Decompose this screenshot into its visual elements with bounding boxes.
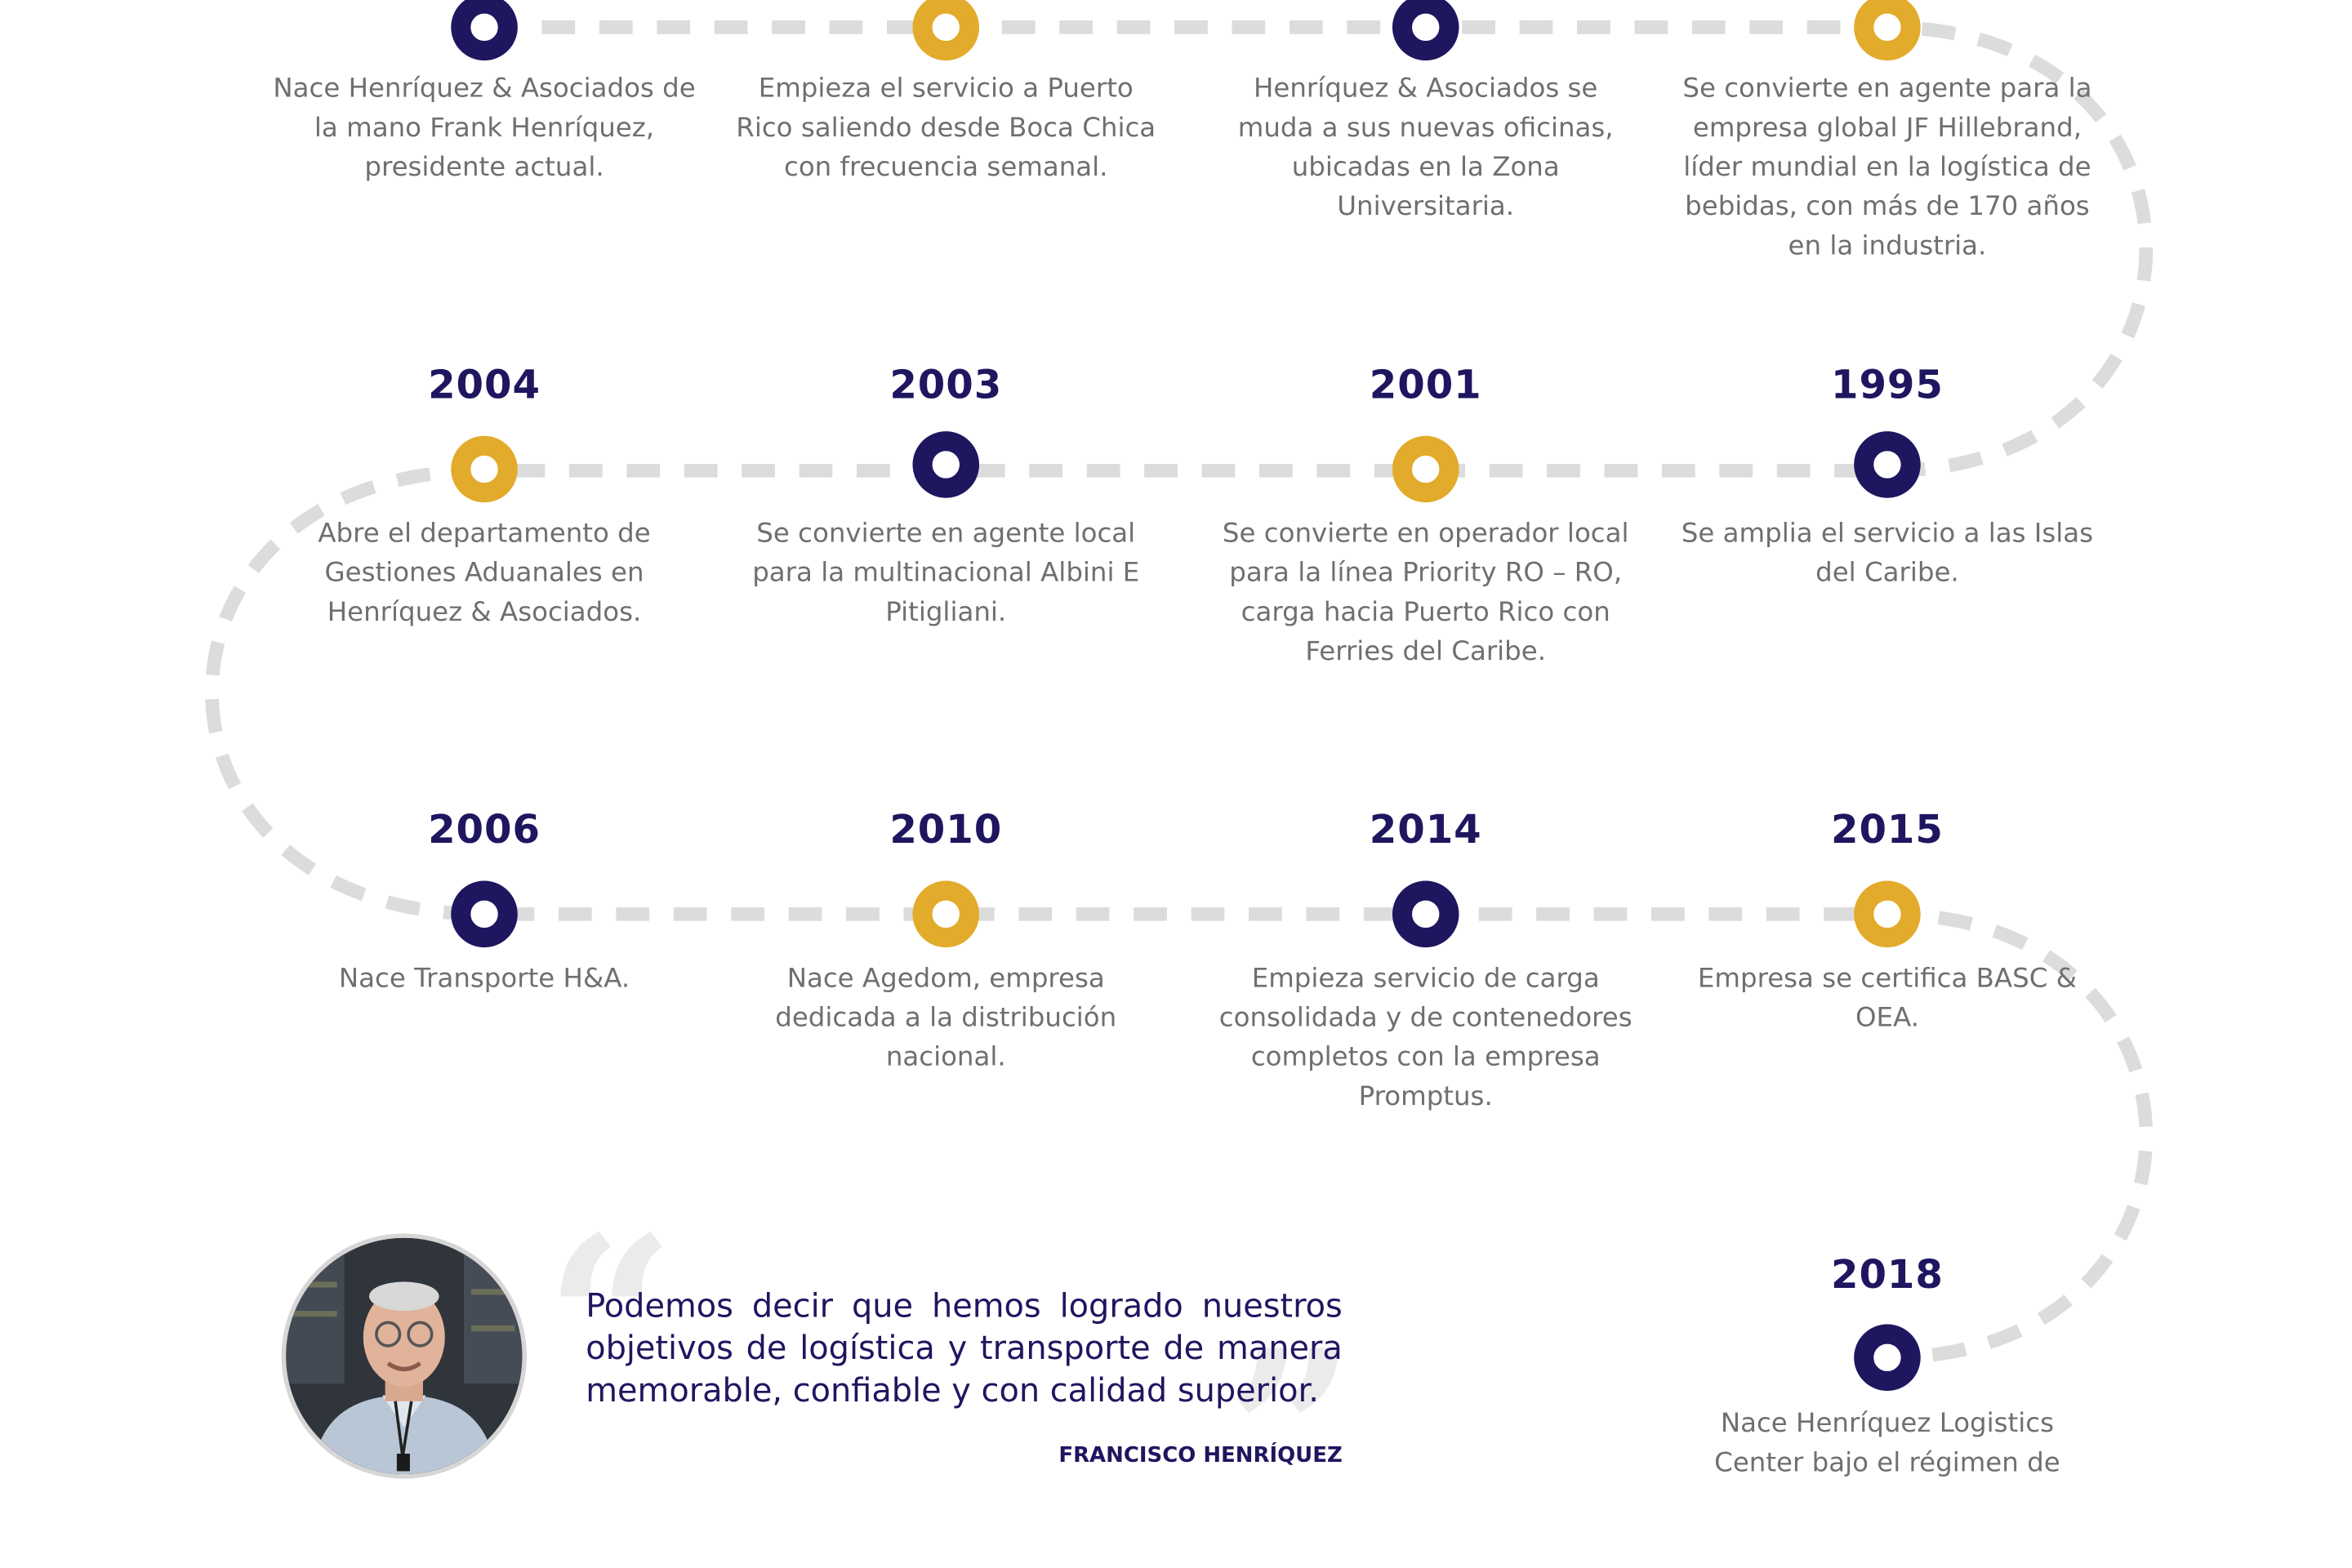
milestone-description: Empresa se certifica BASC & OEA. (1697, 964, 2077, 1034)
timeline-node (1392, 435, 1459, 503)
timeline-node (1854, 880, 1921, 948)
milestone-description: Se amplia el servicio a las Islas del Ca… (1681, 519, 2094, 589)
milestone-year: 2018 (1831, 1253, 1944, 1299)
milestone-year: 2001 (1369, 363, 1482, 409)
testimonial-quote: “ ” Podemos decir que hemos logrado nues… (273, 1208, 1362, 1548)
milestone-description: Nace Agedom, empresa dedicada a la distr… (775, 964, 1117, 1073)
timeline-node (451, 880, 518, 948)
timeline-dashed-path (205, 20, 2154, 1365)
milestone-description: Se convierte en agente para la empresa g… (1682, 74, 2092, 262)
avatar (281, 1233, 527, 1479)
timeline-node (912, 431, 980, 498)
timeline-node (451, 435, 518, 503)
milestone-description: Nace Henríquez & Asociados de la mano Fr… (273, 74, 696, 184)
timeline-page: Nace Henríquez & Asociados de la mano Fr… (205, 0, 2154, 1548)
quote-text: Podemos decir que hemos logrado nuestros… (586, 1288, 1343, 1411)
timeline-path (205, 20, 2154, 1365)
timeline-node (1854, 0, 1921, 61)
quote-open-mark: “ (545, 1187, 676, 1454)
milestone-year: 2014 (1369, 808, 1482, 854)
milestone-year: 2006 (428, 808, 541, 854)
milestone-year: 1995 (1831, 363, 1944, 409)
milestone-description: Henríquez & Asociados se muda a sus nuev… (1237, 74, 1614, 223)
milestone-year: 2010 (889, 808, 1003, 854)
portrait-image (286, 1237, 523, 1475)
milestone-description: Nace Henríquez Logistics Center bajo el … (1714, 1409, 2060, 1479)
milestone-description: Se convierte en operador local para la l… (1222, 519, 1629, 668)
timeline-node (1854, 431, 1921, 498)
timeline-node (1392, 880, 1459, 948)
milestone-year: 2004 (428, 363, 541, 409)
milestone-description: Nace Transporte H&A. (338, 964, 630, 995)
milestone-description: Se convierte en agente local para la mul… (752, 519, 1140, 629)
milestone-description: Empieza servicio de carga consolidada y … (1218, 964, 1633, 1113)
quote-author: FRANCISCO HENRÍQUEZ (1058, 1443, 1343, 1468)
milestone-description: Abre el departamento de Gestiones Aduana… (318, 519, 651, 629)
timeline-node (1854, 1324, 1921, 1392)
milestone-year: 2003 (889, 363, 1003, 409)
timeline-node (912, 880, 980, 948)
milestone-description: Empieza el servicio a Puerto Rico salien… (736, 74, 1156, 184)
milestone-year: 2015 (1831, 808, 1944, 854)
